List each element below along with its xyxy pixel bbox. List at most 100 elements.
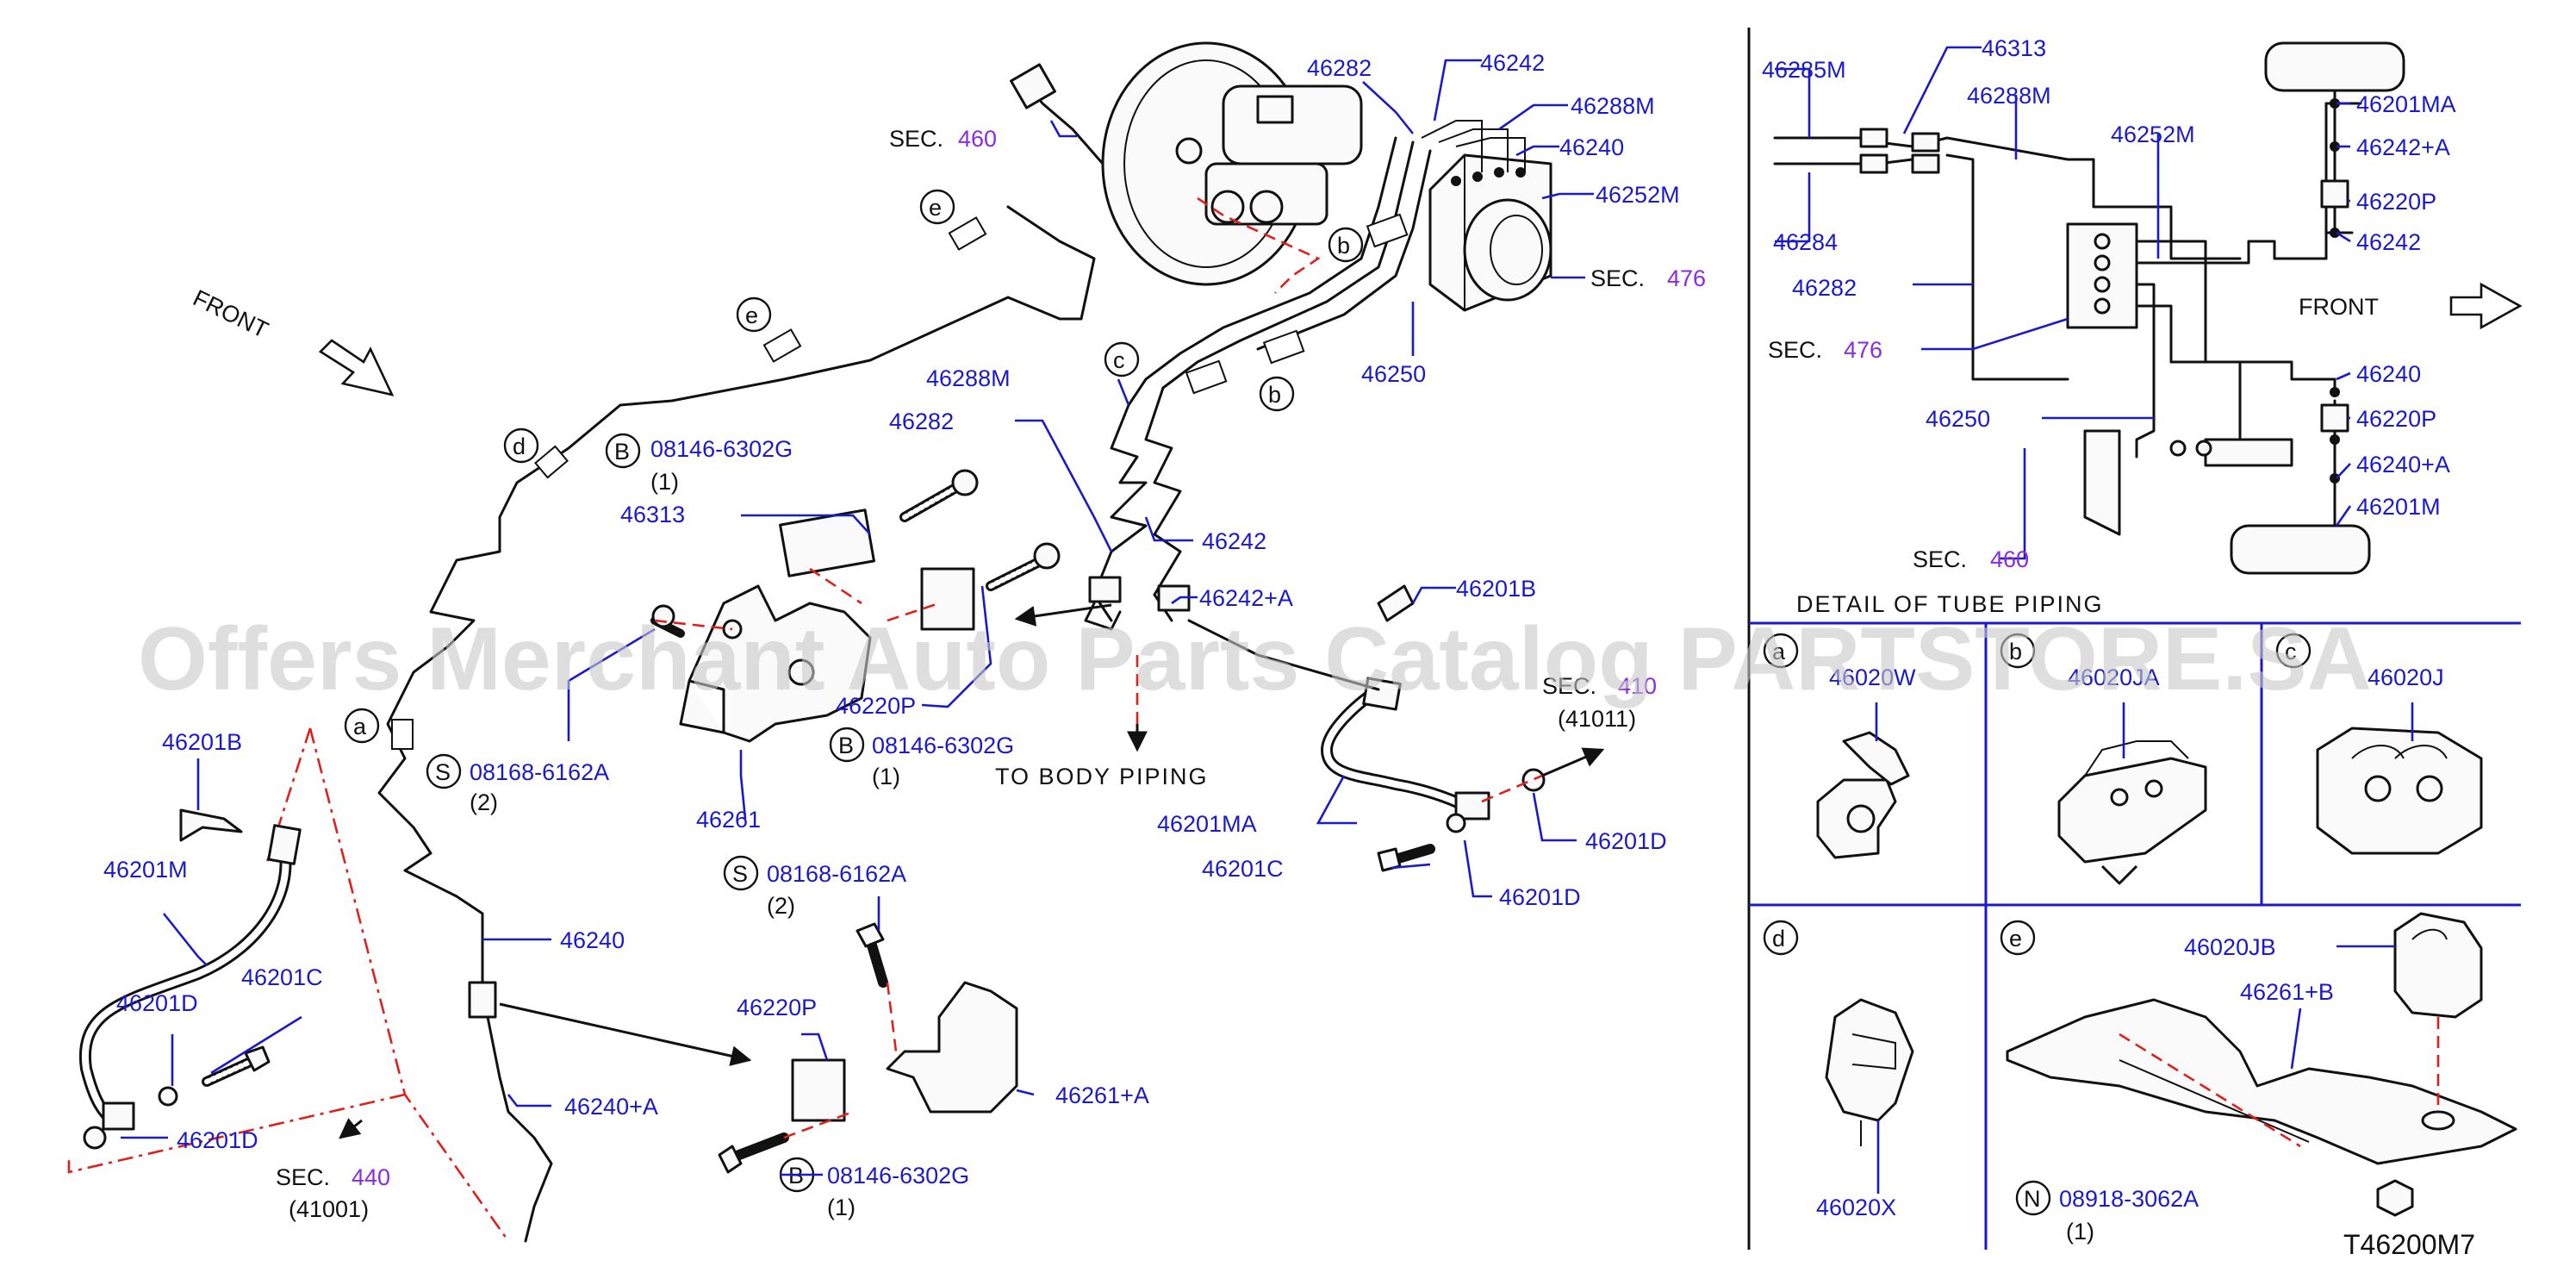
part-46242-top: 46242 bbox=[1480, 50, 1545, 76]
part-46201D-left-1: 46201D bbox=[116, 990, 198, 1016]
part-46240-left: 46240 bbox=[560, 927, 625, 953]
part-46201D-left-2: 46201D bbox=[177, 1127, 258, 1153]
panel-dividers bbox=[1747, 28, 2521, 1250]
callout-a-1: a bbox=[353, 714, 367, 739]
bolt-08146-6302G-3: 08146-6302G bbox=[827, 1163, 969, 1189]
brake-hose-right bbox=[1187, 584, 1546, 872]
qty-1-c: (1) bbox=[827, 1195, 856, 1220]
part-46313-right: 46313 bbox=[1982, 35, 2046, 61]
detail-title: DETAIL OF TUBE PIPING bbox=[1796, 591, 2104, 617]
part-46201M-schematic: 46201M bbox=[2356, 494, 2441, 520]
callout-S-1: S bbox=[435, 759, 451, 785]
qty-2-b: (2) bbox=[767, 893, 795, 919]
clip-detail-b bbox=[2057, 740, 2207, 885]
brake-booster-assembly bbox=[1010, 41, 1363, 286]
sec-sub-41001: (41001) bbox=[289, 1196, 369, 1222]
callout-e-3: e bbox=[2009, 926, 2022, 951]
bracket-46261-A bbox=[718, 922, 1018, 1174]
clip-detail-e bbox=[2006, 912, 2517, 1217]
sec-label-410: 410 bbox=[1618, 673, 1657, 699]
part-46282-top: 46282 bbox=[1307, 55, 1372, 81]
part-46252M-right: 46252M bbox=[2111, 122, 2195, 147]
callout-d-1: d bbox=[513, 434, 526, 459]
part-46284: 46284 bbox=[1773, 229, 1838, 255]
part-46252M-top: 46252M bbox=[1596, 182, 1680, 208]
part-46201D-right-1: 46201D bbox=[1585, 828, 1667, 854]
front-arrow-right: FRONT bbox=[2299, 282, 2523, 330]
sec-label-440-prefix: SEC. bbox=[276, 1164, 330, 1190]
qty-2-a: (2) bbox=[470, 789, 498, 815]
callout-d-2: d bbox=[1772, 926, 1785, 951]
part-46201D-right-2: 46201D bbox=[1499, 884, 1581, 910]
part-46220P-schematic-bottom: 46220P bbox=[2356, 406, 2436, 432]
clip-detail-a bbox=[1816, 731, 1910, 859]
watermark: Offers Merchant Auto Parts Catalog PARTS… bbox=[138, 609, 2372, 709]
sec-sub-41011: (41011) bbox=[1558, 706, 1636, 732]
qty-1-a: (1) bbox=[650, 469, 679, 495]
part-46242-schematic: 46242 bbox=[2356, 229, 2421, 255]
sec-label-476-right: 476 bbox=[1844, 337, 1882, 363]
part-46240-schematic: 46240 bbox=[2356, 361, 2421, 387]
part-46240-top: 46240 bbox=[1559, 134, 1624, 160]
qty-1-b: (1) bbox=[872, 764, 900, 789]
part-46201M-left: 46201M bbox=[103, 857, 188, 883]
schematic-wheels bbox=[2169, 41, 2405, 575]
part-46020W: 46020W bbox=[1829, 664, 1916, 690]
part-46020JB: 46020JB bbox=[2184, 934, 2276, 960]
part-46242-mid: 46242 bbox=[1202, 528, 1266, 554]
part-46220P-lower: 46220P bbox=[737, 995, 817, 1020]
sec-label-476-prefix: SEC. bbox=[1590, 265, 1645, 291]
callout-e-1: e bbox=[929, 195, 942, 221]
part-46201B-left: 46201B bbox=[162, 729, 242, 755]
part-46201C-right: 46201C bbox=[1202, 856, 1284, 882]
nut-08918-3062A: 08918-3062A bbox=[2059, 1186, 2199, 1212]
part-46250-right: 46250 bbox=[1926, 406, 1990, 432]
part-46240A: 46240+A bbox=[564, 1094, 658, 1120]
long-tube-left bbox=[377, 205, 1096, 1243]
clip-detail-d bbox=[1825, 998, 1914, 1146]
part-46240A-schematic: 46240+A bbox=[2356, 452, 2450, 477]
part-46201B-right: 46201B bbox=[1456, 576, 1536, 602]
tube-bundle bbox=[1084, 136, 1432, 631]
to-body-piping-label: TO BODY PIPING bbox=[995, 764, 1209, 789]
callout-B-1: B bbox=[614, 439, 630, 465]
diagram-code: T46200M7 bbox=[2343, 1229, 2475, 1260]
callout-c-2: c bbox=[2285, 639, 2297, 664]
part-46288M-right: 46288M bbox=[1967, 83, 2051, 109]
callout-S-2: S bbox=[732, 861, 748, 887]
part-46250-top: 46250 bbox=[1361, 361, 1426, 387]
sec-label-410-prefix: SEC. bbox=[1542, 673, 1596, 699]
front-arrow-left: FRONT bbox=[189, 284, 395, 396]
qty-1-d: (1) bbox=[2066, 1219, 2094, 1245]
part-46020X: 46020X bbox=[1816, 1195, 1896, 1220]
part-46201MA-schematic: 46201MA bbox=[2356, 91, 2456, 117]
circled-letters: e e d a b b c B B B S S a b c d e N bbox=[344, 189, 2312, 1216]
part-46201C-left: 46201C bbox=[241, 964, 323, 990]
part-46261: 46261 bbox=[696, 807, 761, 833]
part-46282-mid: 46282 bbox=[889, 409, 954, 434]
callout-b-2: b bbox=[1268, 382, 1281, 408]
part-46020J: 46020J bbox=[2368, 664, 2444, 690]
svg-text:FRONT: FRONT bbox=[189, 284, 272, 343]
part-46242A-mid: 46242+A bbox=[1199, 585, 1293, 611]
svg-text:FRONT: FRONT bbox=[2299, 294, 2379, 320]
abs-actuator bbox=[1421, 120, 1552, 312]
part-46282-right: 46282 bbox=[1792, 275, 1857, 301]
bolt-08146-6302G-2: 08146-6302G bbox=[872, 733, 1014, 758]
bracket-46261 bbox=[650, 469, 1061, 743]
callout-b-3: b bbox=[2009, 639, 2022, 664]
part-46242A-schematic: 46242+A bbox=[2356, 134, 2450, 160]
sec-label-476: 476 bbox=[1667, 265, 1706, 291]
part-46020JA: 46020JA bbox=[2068, 664, 2160, 690]
callout-e-2: e bbox=[745, 303, 758, 328]
sec-label-460-right-prefix: SEC. bbox=[1913, 546, 1967, 572]
part-46220P-schematic-top: 46220P bbox=[2356, 189, 2436, 215]
callout-b-1: b bbox=[1337, 233, 1350, 259]
screw-08168-6162A-2: 08168-6162A bbox=[767, 861, 906, 887]
callout-a-2: a bbox=[1772, 639, 1786, 664]
callout-B-2: B bbox=[838, 733, 854, 758]
screw-08168-6162A-1: 08168-6162A bbox=[470, 759, 609, 785]
part-46285M: 46285M bbox=[1762, 57, 1846, 83]
sec-label-460: 460 bbox=[958, 126, 997, 152]
sec-label-476-right-prefix: SEC. bbox=[1768, 337, 1822, 363]
